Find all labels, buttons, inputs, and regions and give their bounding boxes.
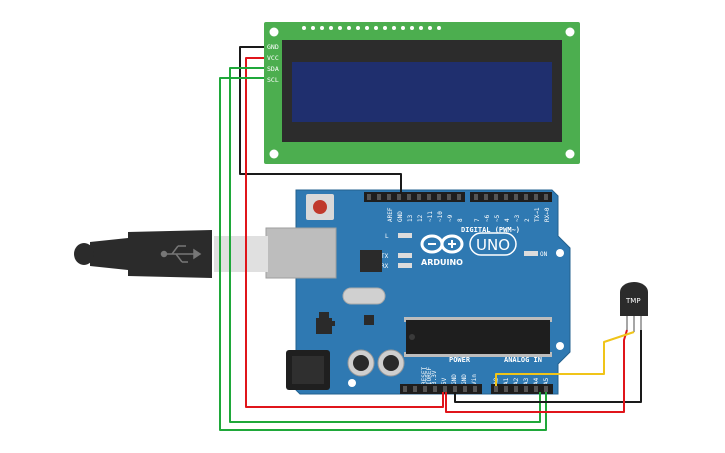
pin-label: ~5 xyxy=(494,214,501,222)
lcd-pin-gnd-label: GND xyxy=(267,43,279,51)
arduino-logo-icon xyxy=(420,234,464,254)
usb-strain-relief xyxy=(90,238,128,270)
wire-sensor-gnd[interactable] xyxy=(454,330,642,403)
pin-label: A4 xyxy=(533,377,540,385)
pin-label: RESET xyxy=(421,367,428,385)
uno-label: UNO xyxy=(476,236,510,254)
arduino-brand-label: ARDUINO xyxy=(421,258,463,267)
wire-lcd-vcc[interactable] xyxy=(245,57,444,408)
digital-header-sockets xyxy=(367,194,548,200)
wire-sensor-signal[interactable] xyxy=(495,331,635,386)
lcd-screen xyxy=(292,62,552,122)
usb-interface-chip xyxy=(360,250,382,272)
tmp36-temperature-sensor[interactable]: TMP xyxy=(620,282,648,332)
led-rx-label: RX xyxy=(381,263,389,270)
voltage-regulator xyxy=(316,318,332,334)
usb-cable[interactable] xyxy=(74,227,337,279)
uno-badge xyxy=(469,232,517,256)
wire-lcd-scl[interactable] xyxy=(219,77,547,431)
pin-label: 13 xyxy=(407,214,414,222)
lcd-pin-vcc-label: VCC xyxy=(267,54,279,62)
arduino-mount-hole xyxy=(556,249,564,257)
digital-pin-labels: AREF GND 13 12 ~11 ~10 ~9 8 7 ~6 ~5 4 ~3… xyxy=(387,207,551,222)
pin-label: ~9 xyxy=(447,214,454,222)
arduino-mount-hole xyxy=(556,342,564,350)
digital-header-label: DIGITAL (PWM~) xyxy=(461,226,520,234)
small-smd-chip xyxy=(364,315,374,325)
pin-label: ~6 xyxy=(484,214,491,222)
led-l xyxy=(398,233,412,238)
wire-lcd-gnd[interactable] xyxy=(239,46,402,194)
pin-label: ~3 xyxy=(514,214,521,222)
usb-plug-metal xyxy=(214,236,268,272)
pin-label: 2 xyxy=(524,218,531,222)
pin-label: GND xyxy=(451,374,458,385)
lcd-pin-sda-label: SDA xyxy=(267,65,279,73)
pin-label: TX→1 xyxy=(534,207,541,222)
lcd-mount-hole xyxy=(565,149,575,159)
pin-label: GND xyxy=(461,374,468,385)
power-header xyxy=(400,384,482,394)
pin-label: 12 xyxy=(417,214,424,222)
pin-label: AREF xyxy=(387,207,394,222)
pin-label: RX←0 xyxy=(544,207,551,222)
lcd-mount-hole xyxy=(269,27,279,37)
led-on-label: ON xyxy=(540,251,548,258)
reset-button-cap[interactable] xyxy=(313,200,327,214)
analog-header xyxy=(491,384,553,394)
pin-label: 4 xyxy=(504,218,511,222)
pin-label: ~10 xyxy=(437,211,444,222)
pin-label: 3.3V xyxy=(431,370,438,385)
led-tx xyxy=(398,253,412,258)
wire-sensor-vcc[interactable] xyxy=(445,329,628,413)
power-header-label: POWER xyxy=(449,356,471,364)
bottom-header-sockets xyxy=(403,386,548,392)
pin-label: 8 xyxy=(457,218,464,222)
pin-label: A3 xyxy=(523,377,530,385)
pin-label: A5 xyxy=(543,377,550,385)
led-on xyxy=(524,251,538,256)
pin-label: A2 xyxy=(513,377,520,385)
usb-icon xyxy=(160,245,202,263)
lcd-mount-hole xyxy=(565,27,575,37)
lcd-mount-hole xyxy=(269,149,279,159)
wires xyxy=(219,46,642,431)
pin-label: ~11 xyxy=(427,211,434,222)
arduino-uno-board[interactable]: AREF GND 13 12 ~11 ~10 ~9 8 7 ~6 ~5 4 ~3… xyxy=(286,189,571,395)
pin-label: Vin xyxy=(471,374,478,385)
pin-label: 5V xyxy=(441,377,448,385)
power-pin-labels: IOREF RESET 3.3V 5V GND GND Vin xyxy=(421,367,478,385)
usb-b-port xyxy=(265,227,337,279)
sensor-body xyxy=(620,282,648,316)
digital-header-left xyxy=(364,192,465,202)
pin-label: IOREF xyxy=(426,367,433,385)
analog-header-label: ANALOG IN xyxy=(504,356,542,364)
pin-label: 7 xyxy=(474,218,481,222)
atmega-microcontroller xyxy=(404,317,552,357)
led-tx-label: TX xyxy=(381,253,389,260)
led-rx xyxy=(398,263,412,268)
voltage-regulator-tab xyxy=(319,312,329,318)
pin-label: A1 xyxy=(503,377,510,385)
usb-cable-end xyxy=(74,243,94,265)
pin-label: GND xyxy=(397,211,404,222)
arduino-mount-hole xyxy=(348,379,356,387)
lcd-pin-scl-label: SCL xyxy=(267,76,279,84)
lcd-module[interactable]: GND VCC SDA SCL xyxy=(264,22,580,164)
sensor-label: TMP xyxy=(625,297,641,305)
crystal-oscillator xyxy=(342,287,386,305)
digital-header-right xyxy=(470,192,552,202)
lcd-top-header xyxy=(302,26,441,30)
led-l-label: L xyxy=(385,233,389,240)
